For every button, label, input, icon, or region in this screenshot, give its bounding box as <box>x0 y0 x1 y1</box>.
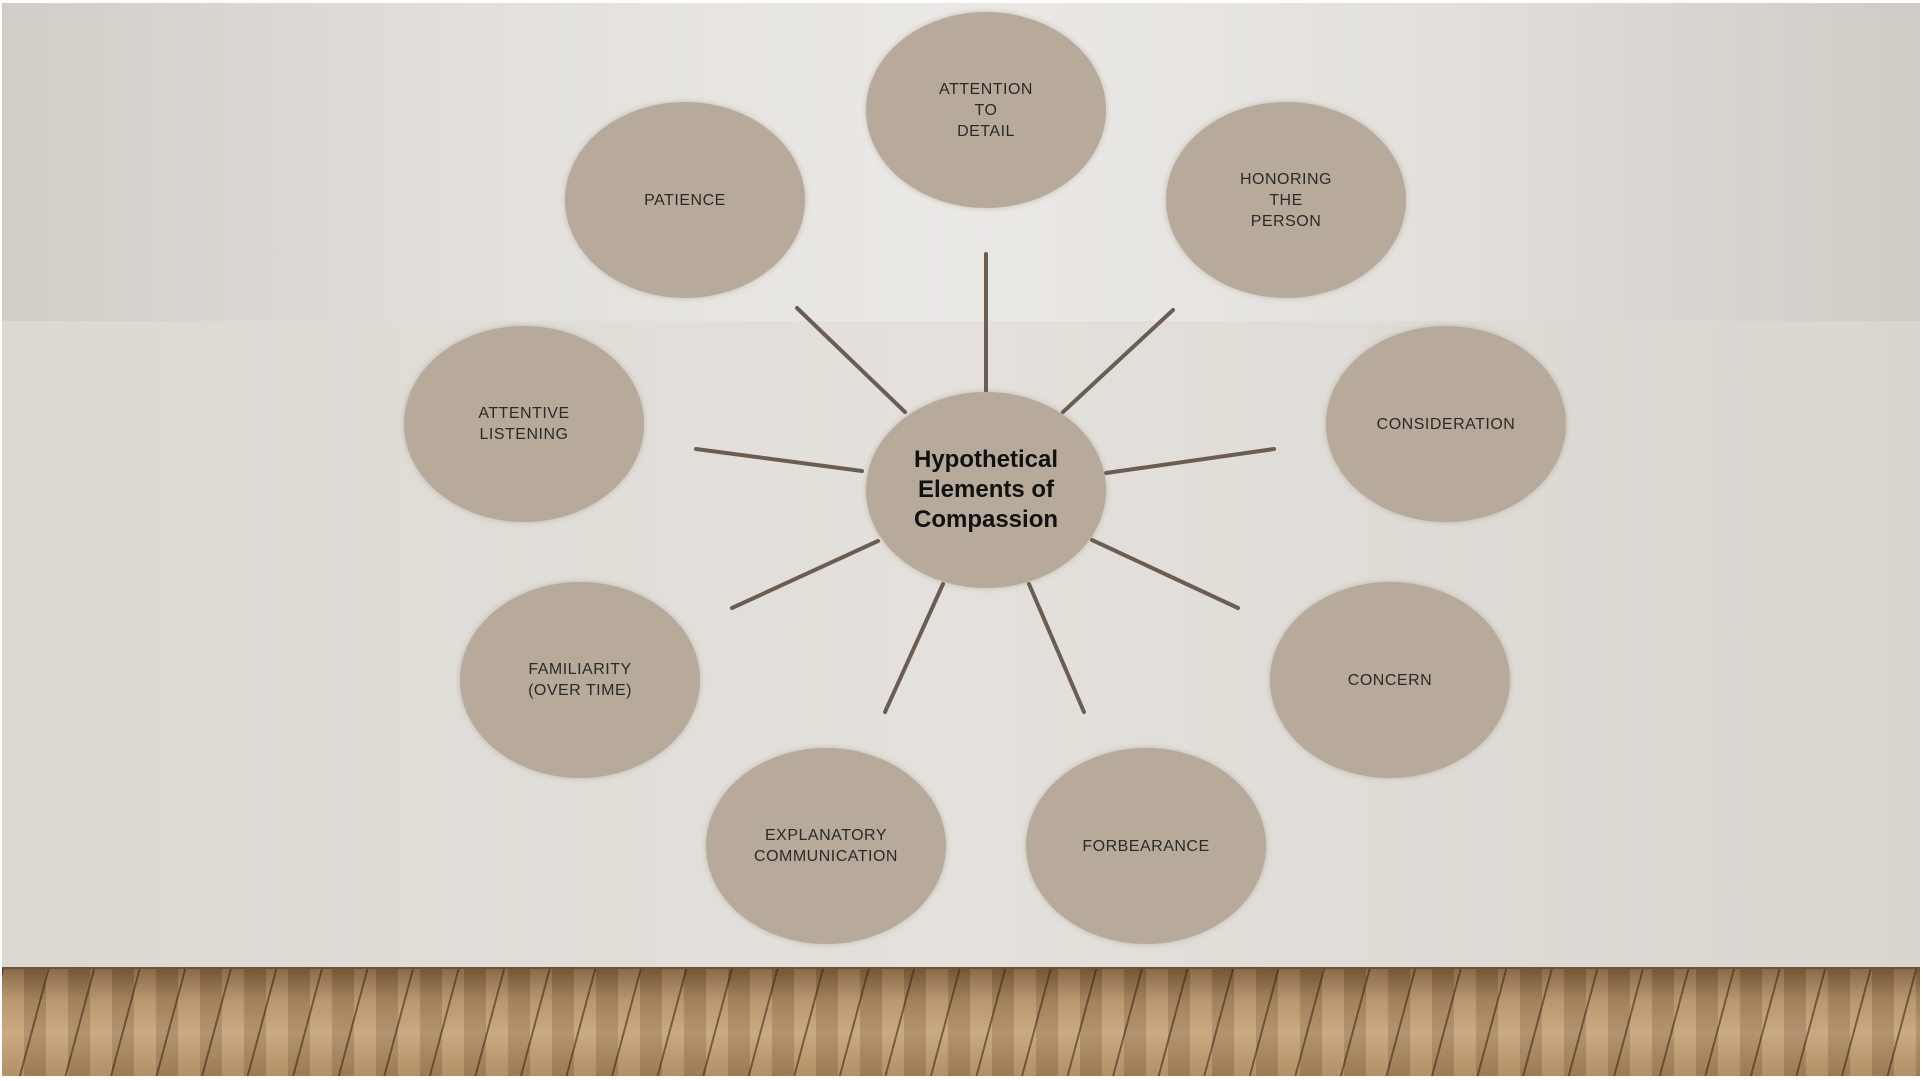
spoke-patience <box>795 306 907 414</box>
node-concern: CONCERN <box>1270 582 1510 778</box>
wood-floor <box>2 969 1920 1076</box>
node-explanatory-communication: EXPLANATORY COMMUNICATION <box>706 748 946 944</box>
node-attentive-listening: ATTENTIVE LISTENING <box>404 326 644 522</box>
spoke-explanatory-communication <box>883 582 945 714</box>
spoke-forbearance <box>1027 582 1086 714</box>
center-node: Hypothetical Elements of Compassion <box>866 392 1106 588</box>
node-patience: PATIENCE <box>565 102 805 298</box>
spoke-concern <box>1090 538 1240 610</box>
spoke-consideration <box>1104 447 1276 475</box>
node-forbearance: FORBEARANCE <box>1026 748 1266 944</box>
spoke-familiarity <box>730 539 880 610</box>
node-familiarity: FAMILIARITY (OVER TIME) <box>460 582 700 778</box>
node-attention-to-detail: ATTENTION TO DETAIL <box>866 12 1106 208</box>
node-consideration: CONSIDERATION <box>1326 326 1566 522</box>
spoke-attentive-listening <box>694 447 864 473</box>
node-honoring-the-person: HONORING THE PERSON <box>1166 102 1406 298</box>
spoke-honoring-the-person <box>1061 308 1175 414</box>
